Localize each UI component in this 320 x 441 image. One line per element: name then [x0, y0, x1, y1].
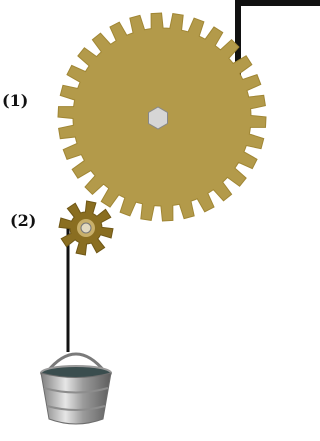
large-gear-bolt — [148, 106, 168, 130]
bucket — [40, 352, 112, 425]
large-gear-label: (1) — [2, 91, 29, 110]
small-gear-label: (2) — [10, 211, 37, 230]
small-gear-bolt — [80, 222, 92, 234]
